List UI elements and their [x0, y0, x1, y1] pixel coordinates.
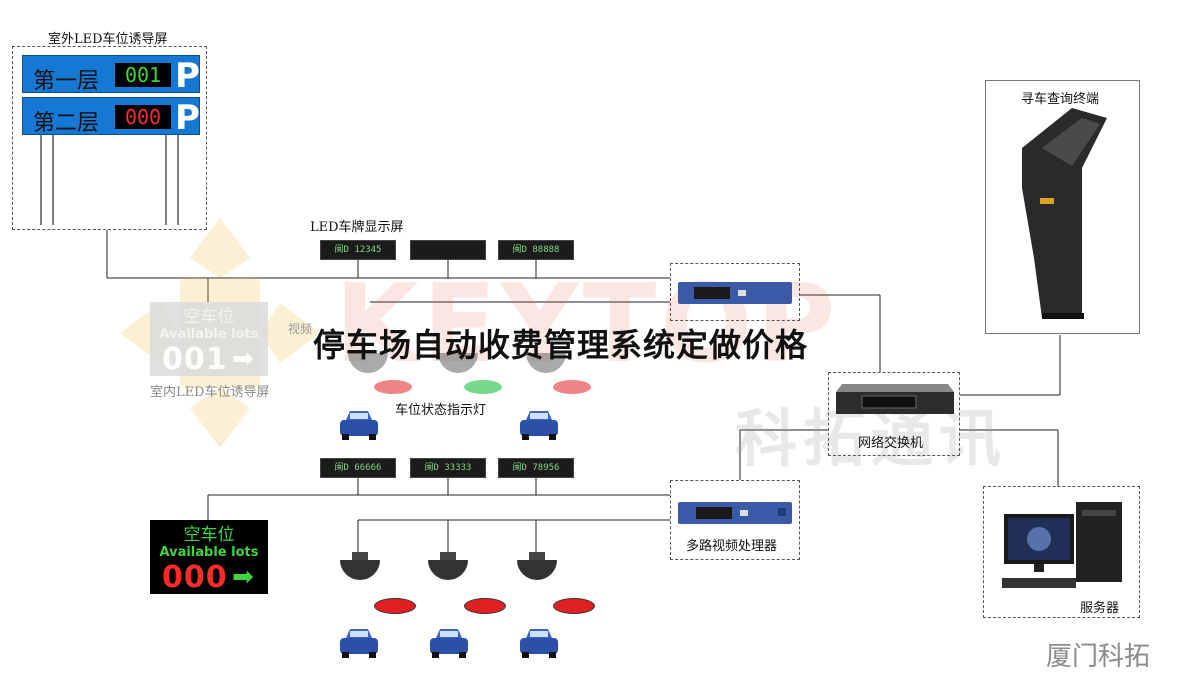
floor-label: 第一层: [33, 69, 100, 94]
car-icon: [520, 629, 558, 658]
vacant-count: 001: [162, 342, 228, 377]
status-light-green: [464, 380, 502, 394]
plate-top-1: 闽D 12345: [320, 240, 396, 260]
status-light-label: 车位状态指示灯: [395, 403, 487, 418]
plate-bottom-2: 闽D 33333: [410, 458, 486, 478]
video-processor-device: [678, 502, 792, 524]
vacant-subtitle: Available lots: [159, 327, 259, 342]
status-light-red: [374, 598, 416, 614]
car-icon: [520, 411, 558, 440]
plate-display-label: LED车牌显示屏: [310, 220, 404, 235]
server-box: [983, 486, 1140, 618]
plate-top-3: 闽D 88888: [498, 240, 574, 260]
car-icon: [430, 629, 468, 658]
video-processor-label: 多路视频处理器: [686, 539, 778, 554]
video-processor-box: [670, 480, 800, 560]
parking-p-icon: P: [175, 56, 200, 96]
floor-label: 第二层: [33, 111, 100, 136]
bottom-vacant-display: 空车位 Available lots 000 ➡: [150, 520, 268, 595]
camera-faded-label: 视频: [288, 322, 313, 336]
kiosk-terminal: [1022, 108, 1107, 319]
arrow-right-icon: ➡: [232, 562, 254, 592]
corner-watermark: 厦门科拓: [1046, 642, 1151, 672]
plate-bottom-3: 闽D 78956: [498, 458, 574, 478]
kiosk-label: 寻车查询终端: [1021, 92, 1100, 107]
top-switch-box: [670, 263, 800, 321]
arrow-right-icon: ➡: [232, 344, 254, 374]
sign-posts: [40, 135, 179, 225]
outdoor-guide-label: 室外LED车位诱导屏: [48, 32, 168, 47]
indoor-guide-label: 室内LED车位诱导屏: [150, 385, 270, 400]
network-switch-device: [836, 384, 954, 414]
network-switch-box: [828, 372, 960, 456]
vacant-title: 空车位: [183, 525, 235, 545]
top-switch-device: [678, 282, 792, 304]
plate-top-2: [410, 240, 486, 260]
status-light-red: [553, 598, 595, 614]
vacant-title: 空车位: [183, 307, 235, 327]
outdoor-sign-floor1: 第一层 001 P: [22, 55, 200, 96]
page-title: 停车场自动收费管理系统定做价格: [313, 326, 809, 364]
status-light-red: [374, 380, 412, 394]
plate-bottom-1: 闽D 66666: [320, 458, 396, 478]
watermark-cn: 科拓通讯: [735, 402, 1008, 475]
network-switch-label: 网络交换机: [858, 436, 924, 451]
outdoor-guide-box: [12, 46, 207, 230]
bottom-camera-row: [340, 552, 557, 580]
outdoor-sign-floor2: 第二层 000 P: [22, 97, 200, 138]
floor-count: 000: [115, 105, 171, 129]
top-camera-row: [348, 353, 566, 373]
status-light-red: [464, 598, 506, 614]
indoor-vacant-display: 空车位 Available lots 001 ➡: [150, 302, 268, 377]
vacant-count: 000: [162, 560, 228, 595]
status-light-red: [553, 380, 591, 394]
vacant-subtitle: Available lots: [159, 545, 259, 560]
floor-count: 001: [115, 63, 171, 87]
server-computer: [1002, 502, 1122, 588]
server-label: 服务器: [1080, 601, 1120, 616]
car-icon: [340, 629, 378, 658]
car-icon: [340, 411, 378, 440]
parking-p-icon: P: [175, 98, 200, 138]
